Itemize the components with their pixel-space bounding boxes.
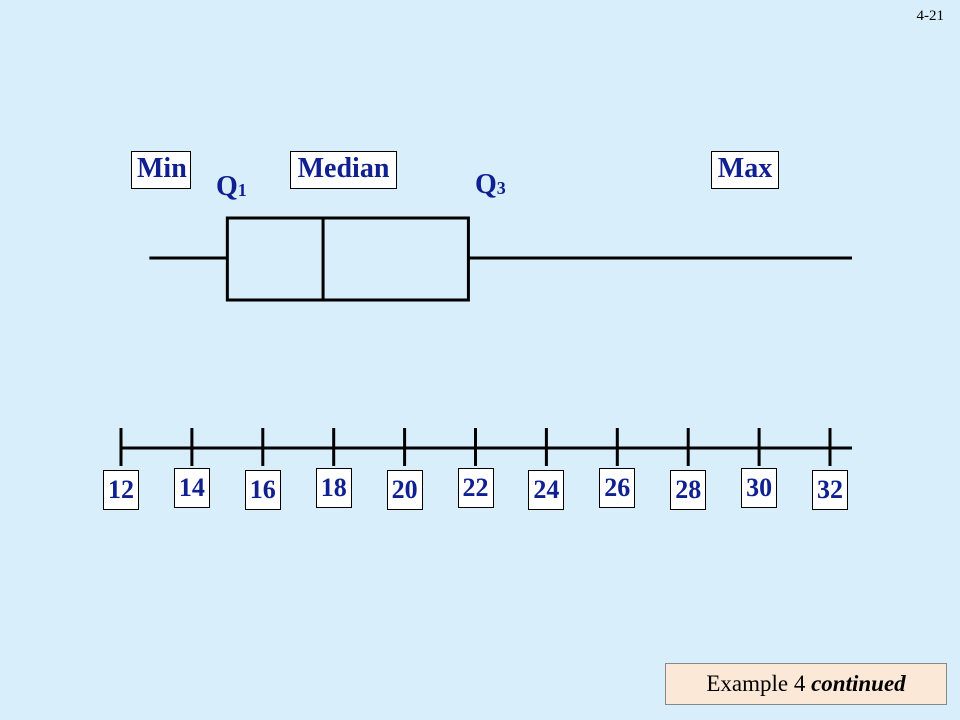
- max-label: Max: [711, 151, 779, 189]
- min-label: Min: [131, 151, 191, 189]
- page-number: 4-21: [916, 8, 945, 24]
- q1-label: Q1: [216, 172, 247, 205]
- q3-label: Q3: [475, 170, 506, 203]
- q1-label-subscript: 1: [237, 180, 247, 200]
- tick-label: 16: [244, 470, 281, 510]
- tick-label: 18: [315, 468, 352, 508]
- q1-label-letter: Q: [216, 171, 238, 202]
- tick-label: 32: [812, 470, 848, 510]
- tick-label: 20: [386, 470, 423, 510]
- example-caption-emphasis: continued: [811, 671, 906, 696]
- tick-label: 12: [103, 470, 139, 510]
- median-label: Median: [290, 151, 397, 189]
- q3-label-subscript: 3: [496, 178, 506, 198]
- tick-label: 24: [528, 470, 565, 510]
- example-caption-text: Example 4: [706, 671, 812, 696]
- tick-label: 26: [599, 468, 636, 508]
- q3-label-letter: Q: [475, 169, 497, 200]
- example-caption: Example 4 continued: [665, 663, 947, 705]
- tick-label: 30: [741, 468, 778, 508]
- tick-label: 28: [670, 470, 707, 510]
- interquartile-box: [225, 216, 470, 302]
- number-line-ticks: [119, 428, 832, 466]
- tick-label: 14: [173, 468, 210, 508]
- tick-label: 22: [457, 468, 494, 508]
